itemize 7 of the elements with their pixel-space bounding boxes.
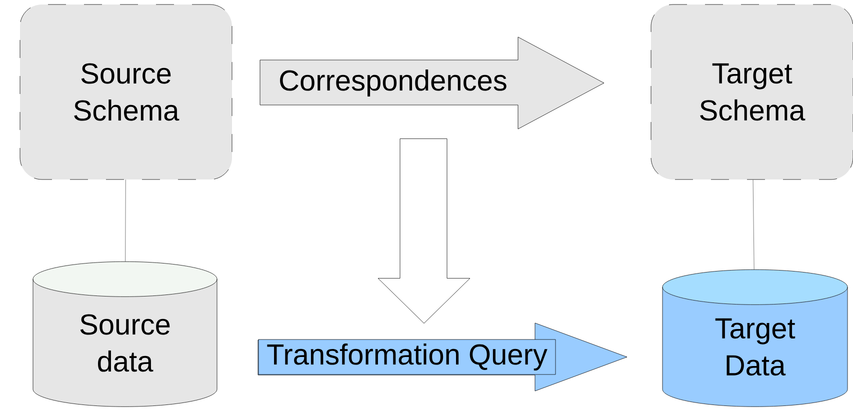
database-cylinder: Target Data xyxy=(662,269,848,407)
connector-line xyxy=(125,180,126,262)
block-arrow xyxy=(378,138,470,324)
connector-line xyxy=(752,180,754,270)
schema-box: Target Schema xyxy=(650,4,853,180)
database-cylinder: Source data xyxy=(32,261,218,407)
schema-box: Source Schema xyxy=(20,4,232,180)
